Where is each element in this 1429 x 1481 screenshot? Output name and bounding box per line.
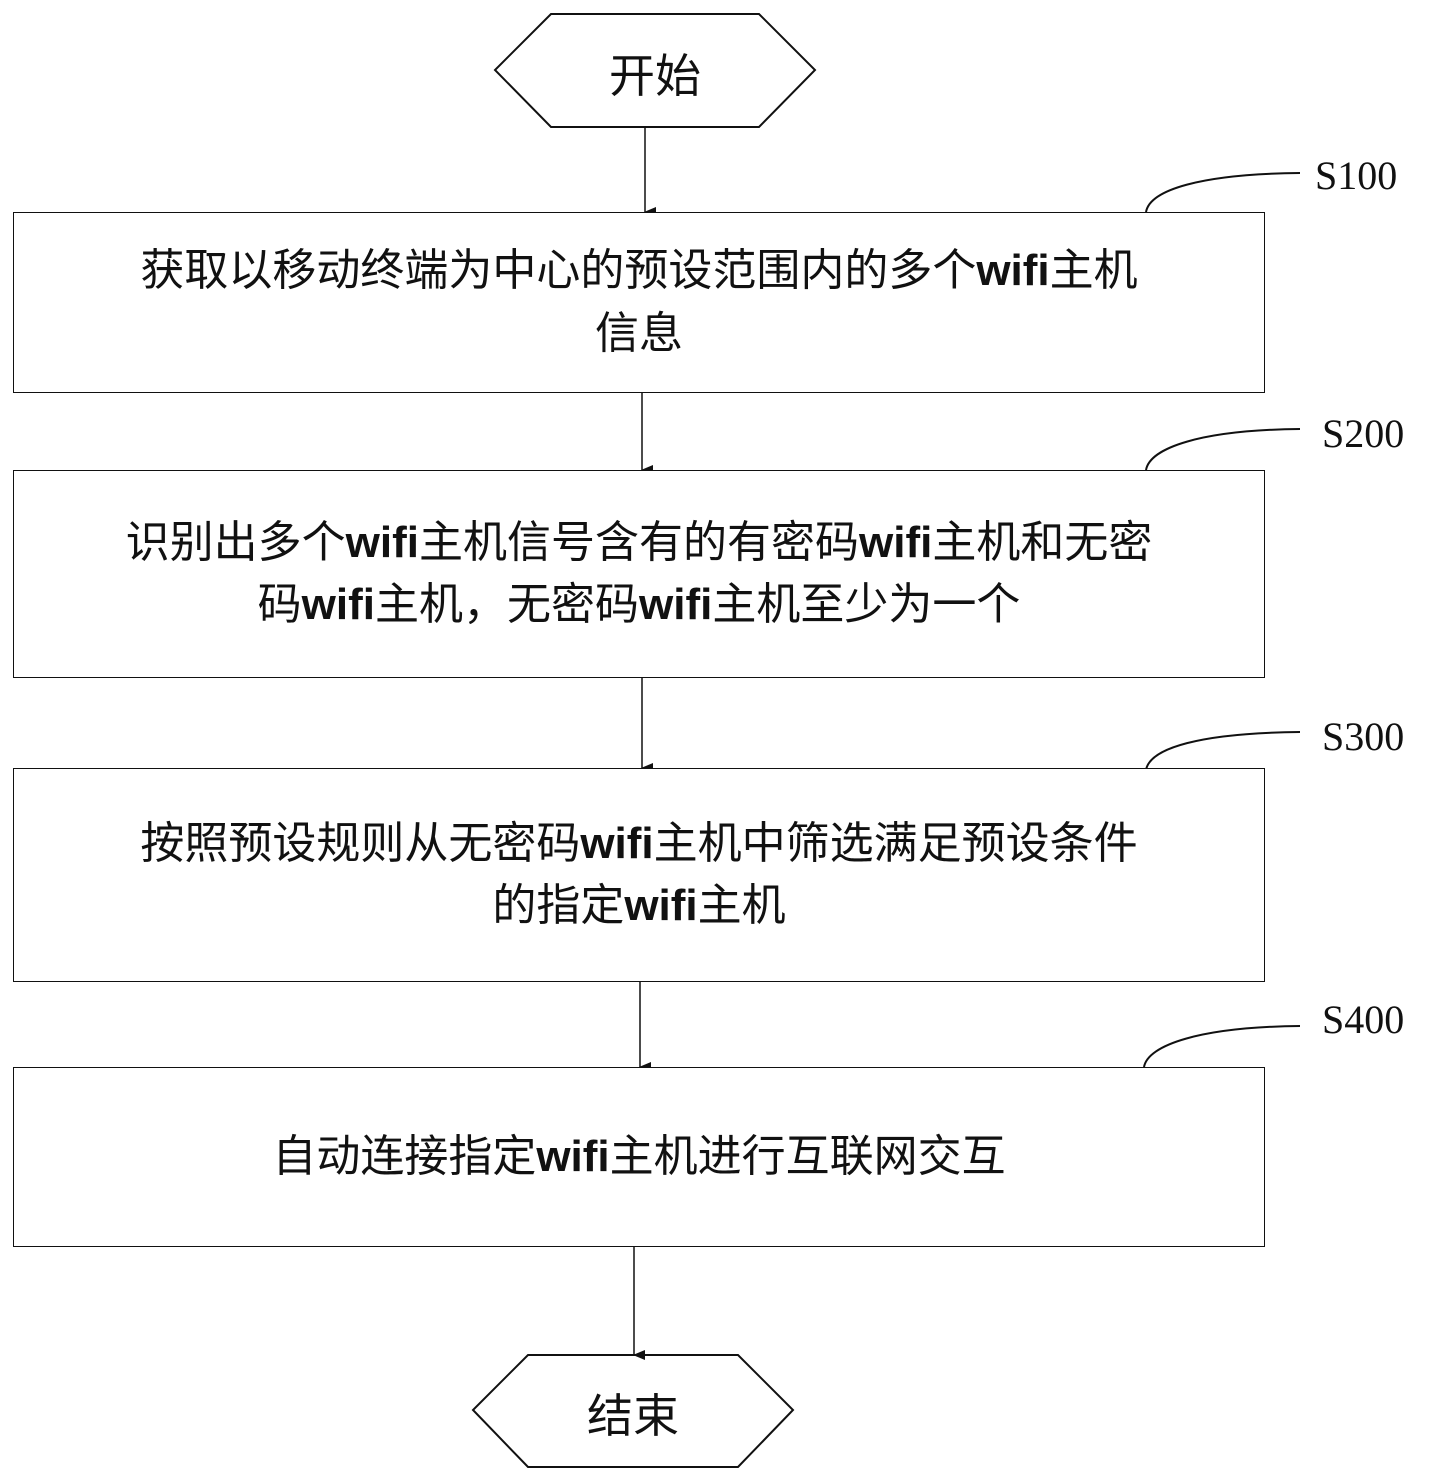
latin-term: wifi [976,246,1050,296]
step-label-s200: S200 [1322,411,1405,456]
leader-s300 [1145,731,1301,771]
step-text-line: 码wifi主机，无密码wifi主机至少为一个 [257,579,1021,630]
step-label-s100: S100 [1315,153,1398,198]
step-text-line: 信息 [594,307,683,359]
step-box-s400: 自动连接指定wifi主机进行互联网交互 [13,1067,1265,1247]
latin-term: wifi [624,881,698,930]
leader-s100 [1145,172,1301,213]
latin-term: wifi [580,818,654,868]
step-box-s100: 获取以移动终端为中心的预设范围内的多个wifi主机 信息 [13,212,1265,393]
step-label-s400: S400 [1322,997,1405,1042]
end-terminator-shape [471,1354,795,1468]
step-text-line: 识别出多个wifi主机信号含有的有密码wifi主机和无密 [125,516,1153,568]
latin-term: wifi [345,517,419,567]
latin-term: wifi [859,517,933,567]
latin-term: wifi [536,1131,610,1181]
latin-term: wifi [639,580,713,629]
step-text-line: 自动连接指定wifi主机进行互联网交互 [272,1130,1006,1182]
latin-term: wifi [301,580,375,629]
step-label-s300: S300 [1322,714,1405,759]
start-terminator-shape [493,13,817,128]
step-text-line: 按照预设规则从无密码wifi主机中筛选满足预设条件 [140,817,1138,869]
end-label: 结束 [587,1389,679,1443]
leader-s200 [1145,428,1301,471]
step-box-s200: 识别出多个wifi主机信号含有的有密码wifi主机和无密 码wifi主机，无密码… [13,470,1265,678]
leader-s400 [1143,1025,1301,1068]
start-label: 开始 [609,49,701,103]
step-text-line: 获取以移动终端为中心的预设范围内的多个wifi主机 [140,245,1138,297]
step-text-line: 的指定wifi主机 [492,880,786,931]
step-box-s300: 按照预设规则从无密码wifi主机中筛选满足预设条件 的指定wifi主机 [13,768,1265,982]
